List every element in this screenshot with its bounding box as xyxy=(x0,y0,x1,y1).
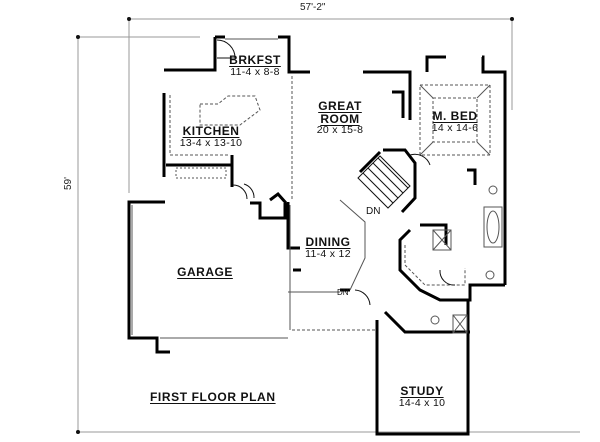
room-label-master-bed: M. BED 14 x 14-6 xyxy=(425,110,485,134)
room-name-line2: ROOM xyxy=(320,111,360,126)
room-name-line1: GREAT xyxy=(318,99,362,113)
room-name: STUDY xyxy=(400,384,444,398)
room-dimensions: 13-4 x 13-10 xyxy=(179,136,243,149)
room-label-kitchen: KITCHEN 13-4 x 13-10 xyxy=(176,125,246,149)
stair-down-label-2: DN xyxy=(337,288,349,297)
room-dimensions: 11-4 x 8-8 xyxy=(230,65,280,78)
room-name: M. BED xyxy=(432,109,478,123)
room-name: BRKFST xyxy=(229,53,281,67)
exterior-walls xyxy=(127,35,507,436)
door-swings xyxy=(216,39,456,306)
room-label-great-room: GREAT ROOM 20 x 15-8 xyxy=(310,100,370,136)
room-dimensions: 14 x 14-6 xyxy=(431,121,479,134)
stair-down-label: DN xyxy=(366,206,381,217)
interior-lines xyxy=(131,38,503,339)
room-name: KITCHEN xyxy=(182,124,240,138)
room-label-dining: DINING 11-4 x 12 xyxy=(300,236,356,260)
overall-width-label: 57'-2" xyxy=(300,2,326,13)
room-dimensions: 20 x 15-8 xyxy=(316,124,364,137)
overall-depth-label: 59' xyxy=(63,176,75,191)
dimension-lines xyxy=(77,18,580,433)
plan-title: FIRST FLOOR PLAN xyxy=(150,390,276,404)
room-label-study: STUDY 14-4 x 10 xyxy=(392,385,452,409)
room-name: GARAGE xyxy=(177,265,233,279)
room-dimensions: 14-4 x 10 xyxy=(398,396,446,409)
room-dimensions: 11-4 x 12 xyxy=(305,247,351,260)
room-label-brkfst: BRKFST 11-4 x 8-8 xyxy=(225,54,285,78)
room-name: DINING xyxy=(305,235,351,249)
room-label-garage: GARAGE xyxy=(175,266,235,279)
staircase xyxy=(357,155,411,209)
